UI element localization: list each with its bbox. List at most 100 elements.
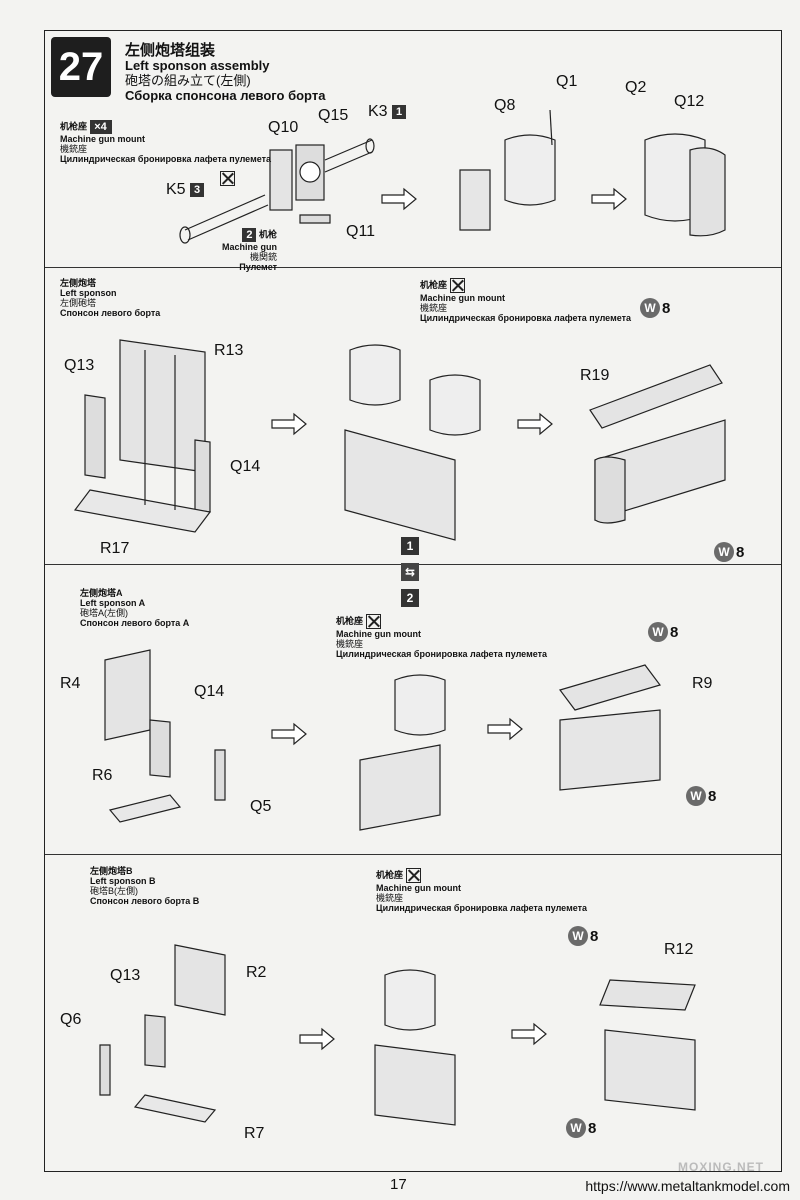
mg-mount-ru-3: Цилиндрическая бронировка лафета пулемет… xyxy=(336,649,548,659)
mg-mount-ja-3: 機銃座 xyxy=(336,639,364,649)
mg-mount-zh-3: 机枪座 xyxy=(336,615,364,626)
weld-icon: W xyxy=(568,926,588,946)
quantity-badge: ×4 xyxy=(89,120,112,134)
no-glue-icon xyxy=(365,614,381,629)
mg-mount-caption: 机枪座 ×4 Machine gun mount 機銃座 Цилиндричес… xyxy=(60,120,271,164)
label-k5: K5 3 xyxy=(166,181,205,198)
instruction-page: 27 左侧炮塔组装 Left sponson assembly 砲塔の組み立て(… xyxy=(44,30,782,1172)
mg-mount-ja-2: 機銃座 xyxy=(420,303,448,313)
page-number: 17 xyxy=(390,1176,407,1193)
weld-icon: W xyxy=(640,298,660,318)
sponson-b-caption: 左侧炮塔B Left sponson B 砲塔B(左側) Спонсон лев… xyxy=(90,866,199,906)
machine-gun-en: Machine gun xyxy=(222,242,278,252)
weld-count: 8 xyxy=(708,787,717,805)
section-divider xyxy=(45,854,781,855)
no-glue-icon xyxy=(405,868,421,883)
title-ja: 砲塔の組み立て(左側) xyxy=(125,73,251,88)
label-r4: R4 xyxy=(60,675,81,692)
sponson-b-en: Left sponson B xyxy=(90,876,156,886)
label-q8: Q8 xyxy=(494,97,516,114)
mg-mount-zh: 机枪座 xyxy=(60,121,88,132)
machine-gun-ru: Пулемет xyxy=(239,262,278,272)
label-r7: R7 xyxy=(244,1125,265,1142)
sponson-b-ru: Спонсон левого борта B xyxy=(90,896,200,906)
label-q11: Q11 xyxy=(346,223,376,240)
weld-icon: W xyxy=(648,622,668,642)
label-q14: Q14 xyxy=(230,458,261,475)
sponson-ja: 左側砲塔 xyxy=(60,298,97,308)
weld-icon: W xyxy=(566,1118,586,1138)
sponson-ru: Спонсон левого борта xyxy=(60,308,161,318)
label-q15: Q15 xyxy=(318,107,349,124)
sponson-a-ja: 砲塔A(左側) xyxy=(80,608,128,618)
title-zh: 左侧炮塔组装 xyxy=(125,42,216,59)
machine-gun-zh: 机枪 xyxy=(259,229,278,240)
label-r2: R2 xyxy=(246,964,267,981)
mg-mount-zh-2: 机枪座 xyxy=(420,279,448,290)
weld-count: 8 xyxy=(662,299,671,317)
label-q13: Q13 xyxy=(64,357,95,374)
sponson-b-ja: 砲塔B(左側) xyxy=(90,886,138,896)
label-r13: R13 xyxy=(214,342,244,359)
part-r13-drawing xyxy=(119,339,206,473)
mg-mount-caption-2: 机枪座 Machine gun mount 機銃座 Цилиндрическая… xyxy=(420,278,631,323)
label-r6: R6 xyxy=(92,767,113,784)
k3-sprue-badge: 1 xyxy=(392,104,407,119)
step-title: 左侧炮塔组装 Left sponson assembly 砲塔の組み立て(左側)… xyxy=(125,43,325,103)
label-q5: Q5 xyxy=(250,798,272,815)
weld-icon: W xyxy=(714,542,734,562)
mg-mount-ru-4: Цилиндрическая бронировка лафета пулемет… xyxy=(376,903,588,913)
label-q10: Q10 xyxy=(268,119,299,136)
weld-count: 8 xyxy=(670,623,679,641)
section-divider xyxy=(45,267,781,268)
mg-mount-zh-4: 机枪座 xyxy=(376,869,404,880)
mg-mount-en-3: Machine gun mount xyxy=(336,629,421,639)
label-q14-a: Q14 xyxy=(194,683,225,700)
step-number: 27 xyxy=(51,37,111,97)
sponson-a-ru: Спонсон левого борта A xyxy=(80,618,190,628)
weld-count: 8 xyxy=(590,927,599,945)
sequence-marker-2: 2 xyxy=(401,589,419,607)
site-url[interactable]: https://www.metaltankmodel.com xyxy=(585,1178,790,1194)
sponson-b-zh: 左侧炮塔B xyxy=(90,866,133,876)
label-q6: Q6 xyxy=(60,1011,82,1028)
weld-count: 8 xyxy=(588,1119,597,1137)
sponson-zh: 左侧炮塔 xyxy=(60,278,97,288)
title-ru: Сборка спонсона левого борта xyxy=(125,88,326,103)
mg-mount-ru-2: Цилиндрическая бронировка лафета пулемет… xyxy=(420,313,632,323)
title-en: Left sponson assembly xyxy=(125,58,270,73)
label-r9: R9 xyxy=(692,675,713,692)
label-r19: R19 xyxy=(580,367,610,384)
watermark: MOXING.NET xyxy=(677,1160,764,1174)
label-q1: Q1 xyxy=(556,73,578,90)
weld-icon: W xyxy=(686,786,706,806)
label-q2: Q2 xyxy=(625,79,647,96)
mg-mount-en-2: Machine gun mount xyxy=(420,293,505,303)
weld-count: 8 xyxy=(736,543,745,561)
sponson-a-caption: 左侧炮塔A Left sponson A 砲塔A(左側) Спонсон лев… xyxy=(80,588,189,628)
mg-mount-ru: Цилиндрическая бронировка лафета пулемет… xyxy=(60,154,272,164)
label-q12: Q12 xyxy=(674,93,705,110)
label-r12: R12 xyxy=(664,941,694,958)
sponson-en: Left sponson xyxy=(60,288,117,298)
sponson-a-zh: 左侧炮塔A xyxy=(80,588,123,598)
sponson-a-en: Left sponson A xyxy=(80,598,146,608)
mg-mount-ja: 機銃座 xyxy=(60,144,88,154)
label-k5-text: K5 xyxy=(166,181,186,198)
machine-gun-caption: 2 机枪 Machine gun 機関銃 Пулемет xyxy=(222,228,277,272)
machine-gun-badge: 2 xyxy=(242,228,257,242)
sequence-marker-1: 1 xyxy=(401,537,419,555)
part-q10-drawing xyxy=(269,149,293,211)
no-glue-icon xyxy=(220,170,235,188)
machine-gun-ja: 機関銃 xyxy=(250,252,278,262)
mg-mount-caption-4: 机枪座 Machine gun mount 機銃座 Цилиндрическая… xyxy=(376,868,587,913)
label-q13-b: Q13 xyxy=(110,967,141,984)
label-k3-text: K3 xyxy=(368,103,388,120)
mg-mount-caption-3: 机枪座 Machine gun mount 機銃座 Цилиндрическая… xyxy=(336,614,547,659)
mg-mount-ja-4: 機銃座 xyxy=(376,893,404,903)
